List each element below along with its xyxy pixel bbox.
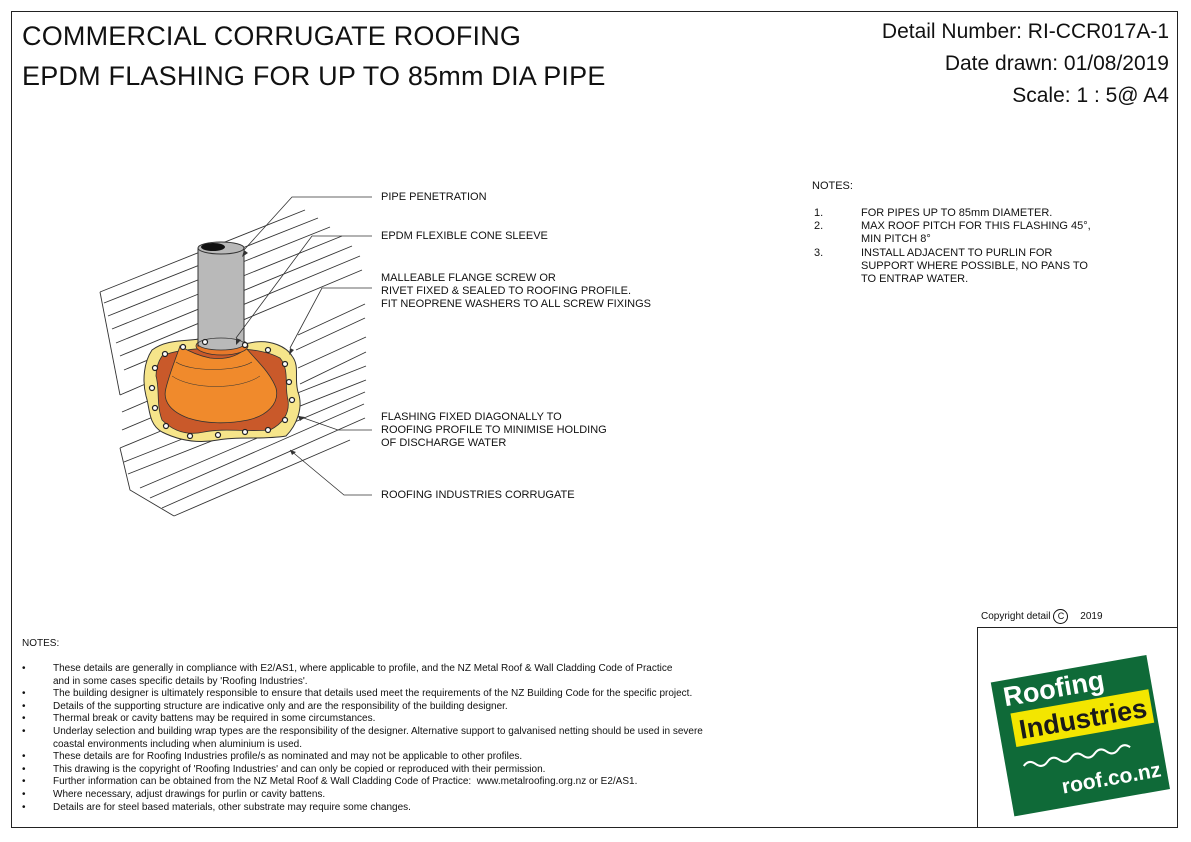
note-text: FOR PIPES UP TO 85mm DIAMETER.: [861, 207, 1053, 219]
roofing-industries-logo: Roofing Industries roof.co.nz: [990, 655, 1170, 817]
logo-box: Roofing Industries roof.co.nz: [977, 627, 1177, 827]
title-line-1: COMMERCIAL CORRUGATE ROOFING: [22, 21, 522, 51]
list-item: •Where necessary, adjust drawings for pu…: [22, 788, 326, 800]
label-flange-fixing: MALLEABLE FLANGE SCREW OR RIVET FIXED & …: [381, 272, 651, 310]
list-item: •Underlay selection and building wrap ty…: [22, 725, 703, 750]
label-corrugate: ROOFING INDUSTRIES CORRUGATE: [381, 489, 575, 501]
list-item: •Further information can be obtained fro…: [22, 776, 638, 788]
note-number: 1.: [814, 207, 824, 219]
note-text: MAX ROOF PITCH FOR THIS FLASHING 45°, MI…: [861, 220, 1091, 245]
label-cone-sleeve: EPDM FLEXIBLE CONE SLEEVE: [381, 230, 548, 242]
list-item: •These details are for Roofing Industrie…: [22, 751, 523, 763]
note-number: 3.: [814, 247, 824, 259]
note-text: INSTALL ADJACENT TO PURLIN FOR SUPPORT W…: [861, 247, 1088, 285]
notes-general-heading: NOTES:: [22, 638, 60, 649]
list-item: •Details are for steel based materials, …: [22, 801, 411, 813]
scale: Scale: 1 : 5@ A4: [1012, 84, 1169, 107]
list-item: •Details of the supporting structure are…: [22, 700, 508, 712]
general-notes-list: •These details are generally in complian…: [22, 663, 822, 814]
note-number: 2.: [814, 220, 824, 232]
drawing-frame: [11, 11, 1178, 828]
copyright-label: Copyright detail: [981, 611, 1051, 623]
label-diagonal-fixing: FLASHING FIXED DIAGONALLY TO ROOFING PRO…: [381, 411, 607, 449]
list-item: •Thermal break or cavity battens may be …: [22, 713, 376, 725]
list-item: •This drawing is the copyright of 'Roofi…: [22, 763, 546, 775]
date-drawn: Date drawn: 01/08/2019: [944, 52, 1169, 75]
title-line-2: EPDM FLASHING FOR UP TO 85mm DIA PIPE: [22, 61, 606, 91]
list-item: •The building designer is ultimately res…: [22, 688, 693, 700]
copyright-icon: C: [1053, 609, 1069, 624]
copyright-year: 2019: [1080, 611, 1103, 623]
detail-number: Detail Number: RI-CCR017A-1: [881, 20, 1169, 43]
notes-right-heading: NOTES:: [812, 180, 853, 192]
label-pipe-penetration: PIPE PENETRATION: [381, 191, 487, 203]
list-item: •These details are generally in complian…: [22, 663, 673, 687]
